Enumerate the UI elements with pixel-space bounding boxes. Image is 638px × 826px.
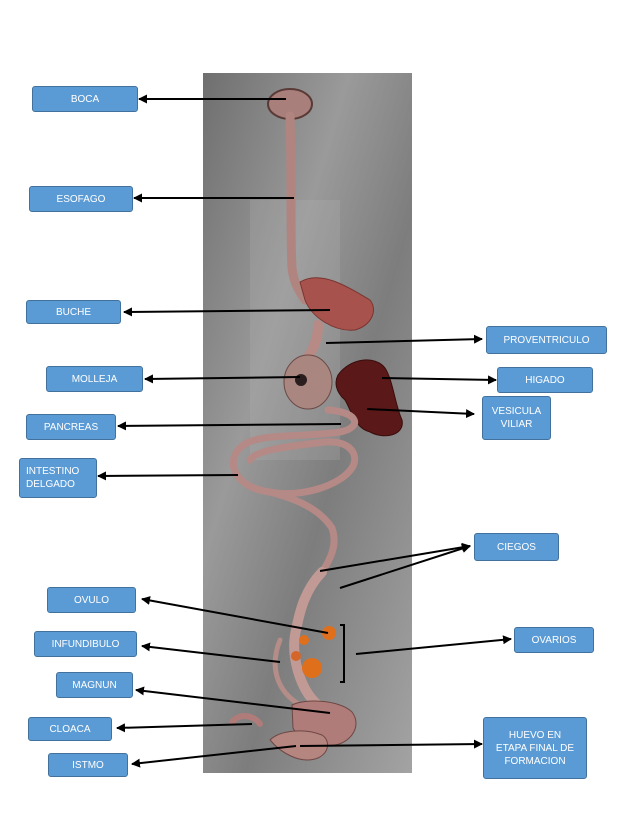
ovule-yolk (322, 626, 336, 640)
arrow-ciegos-1 (319, 542, 471, 572)
digestive-tract (229, 88, 403, 761)
crop-tissue (299, 277, 374, 331)
arrow-molleja (144, 374, 301, 384)
arrow-intestino (97, 471, 239, 481)
label-higado: HIGADO (497, 367, 593, 393)
label-pancreas: PANCREAS (26, 414, 116, 440)
esophagus-tissue (285, 111, 310, 305)
arrow-ovulo (141, 596, 329, 634)
label-buche: BUCHE (26, 300, 121, 324)
ovaries-bracket (340, 624, 345, 683)
small-intestine-tissue (229, 406, 359, 576)
arrow-huevo (299, 739, 483, 749)
gizzard-tissue (283, 354, 333, 410)
oviduct-tissue (272, 637, 303, 708)
arrow-cloaca (116, 723, 253, 733)
label-vesicula: VESICULA VILIAR (482, 396, 551, 440)
arrow-pancreas (117, 421, 342, 431)
label-ovarios: OVARIOS (514, 627, 594, 653)
label-intestino: INTESTINO DELGADO (19, 458, 97, 498)
arrow-vesicula (366, 408, 475, 419)
arrow-ovarios (355, 635, 512, 655)
label-boca: BOCA (32, 86, 138, 112)
label-molleja: MOLLEJA (46, 366, 143, 392)
ceca-tissue (289, 567, 327, 710)
label-magnun: MAGNUN (56, 672, 133, 698)
pointer-arrows (97, 94, 512, 768)
label-ciegos: CIEGOS (474, 533, 559, 561)
label-istmo: ISTMO (48, 753, 128, 777)
arrow-istmo (131, 745, 297, 768)
arrow-infundibulo (141, 642, 281, 663)
label-huevo: HUEVO EN ETAPA FINAL DE FORMACION (483, 717, 587, 779)
arrow-proventriculo (325, 334, 483, 344)
label-proventriculo: PROVENTRICULO (486, 326, 607, 354)
arrow-buche (123, 307, 331, 317)
label-esofago: ESOFAGO (29, 186, 133, 212)
arrow-higado (381, 375, 497, 385)
label-ovulo: OVULO (47, 587, 136, 613)
arrow-ciegos-2 (339, 544, 471, 589)
arrow-magnun (135, 686, 331, 714)
label-cloaca: CLOACA (28, 717, 112, 741)
label-infundibulo: INFUNDIBULO (34, 631, 137, 657)
